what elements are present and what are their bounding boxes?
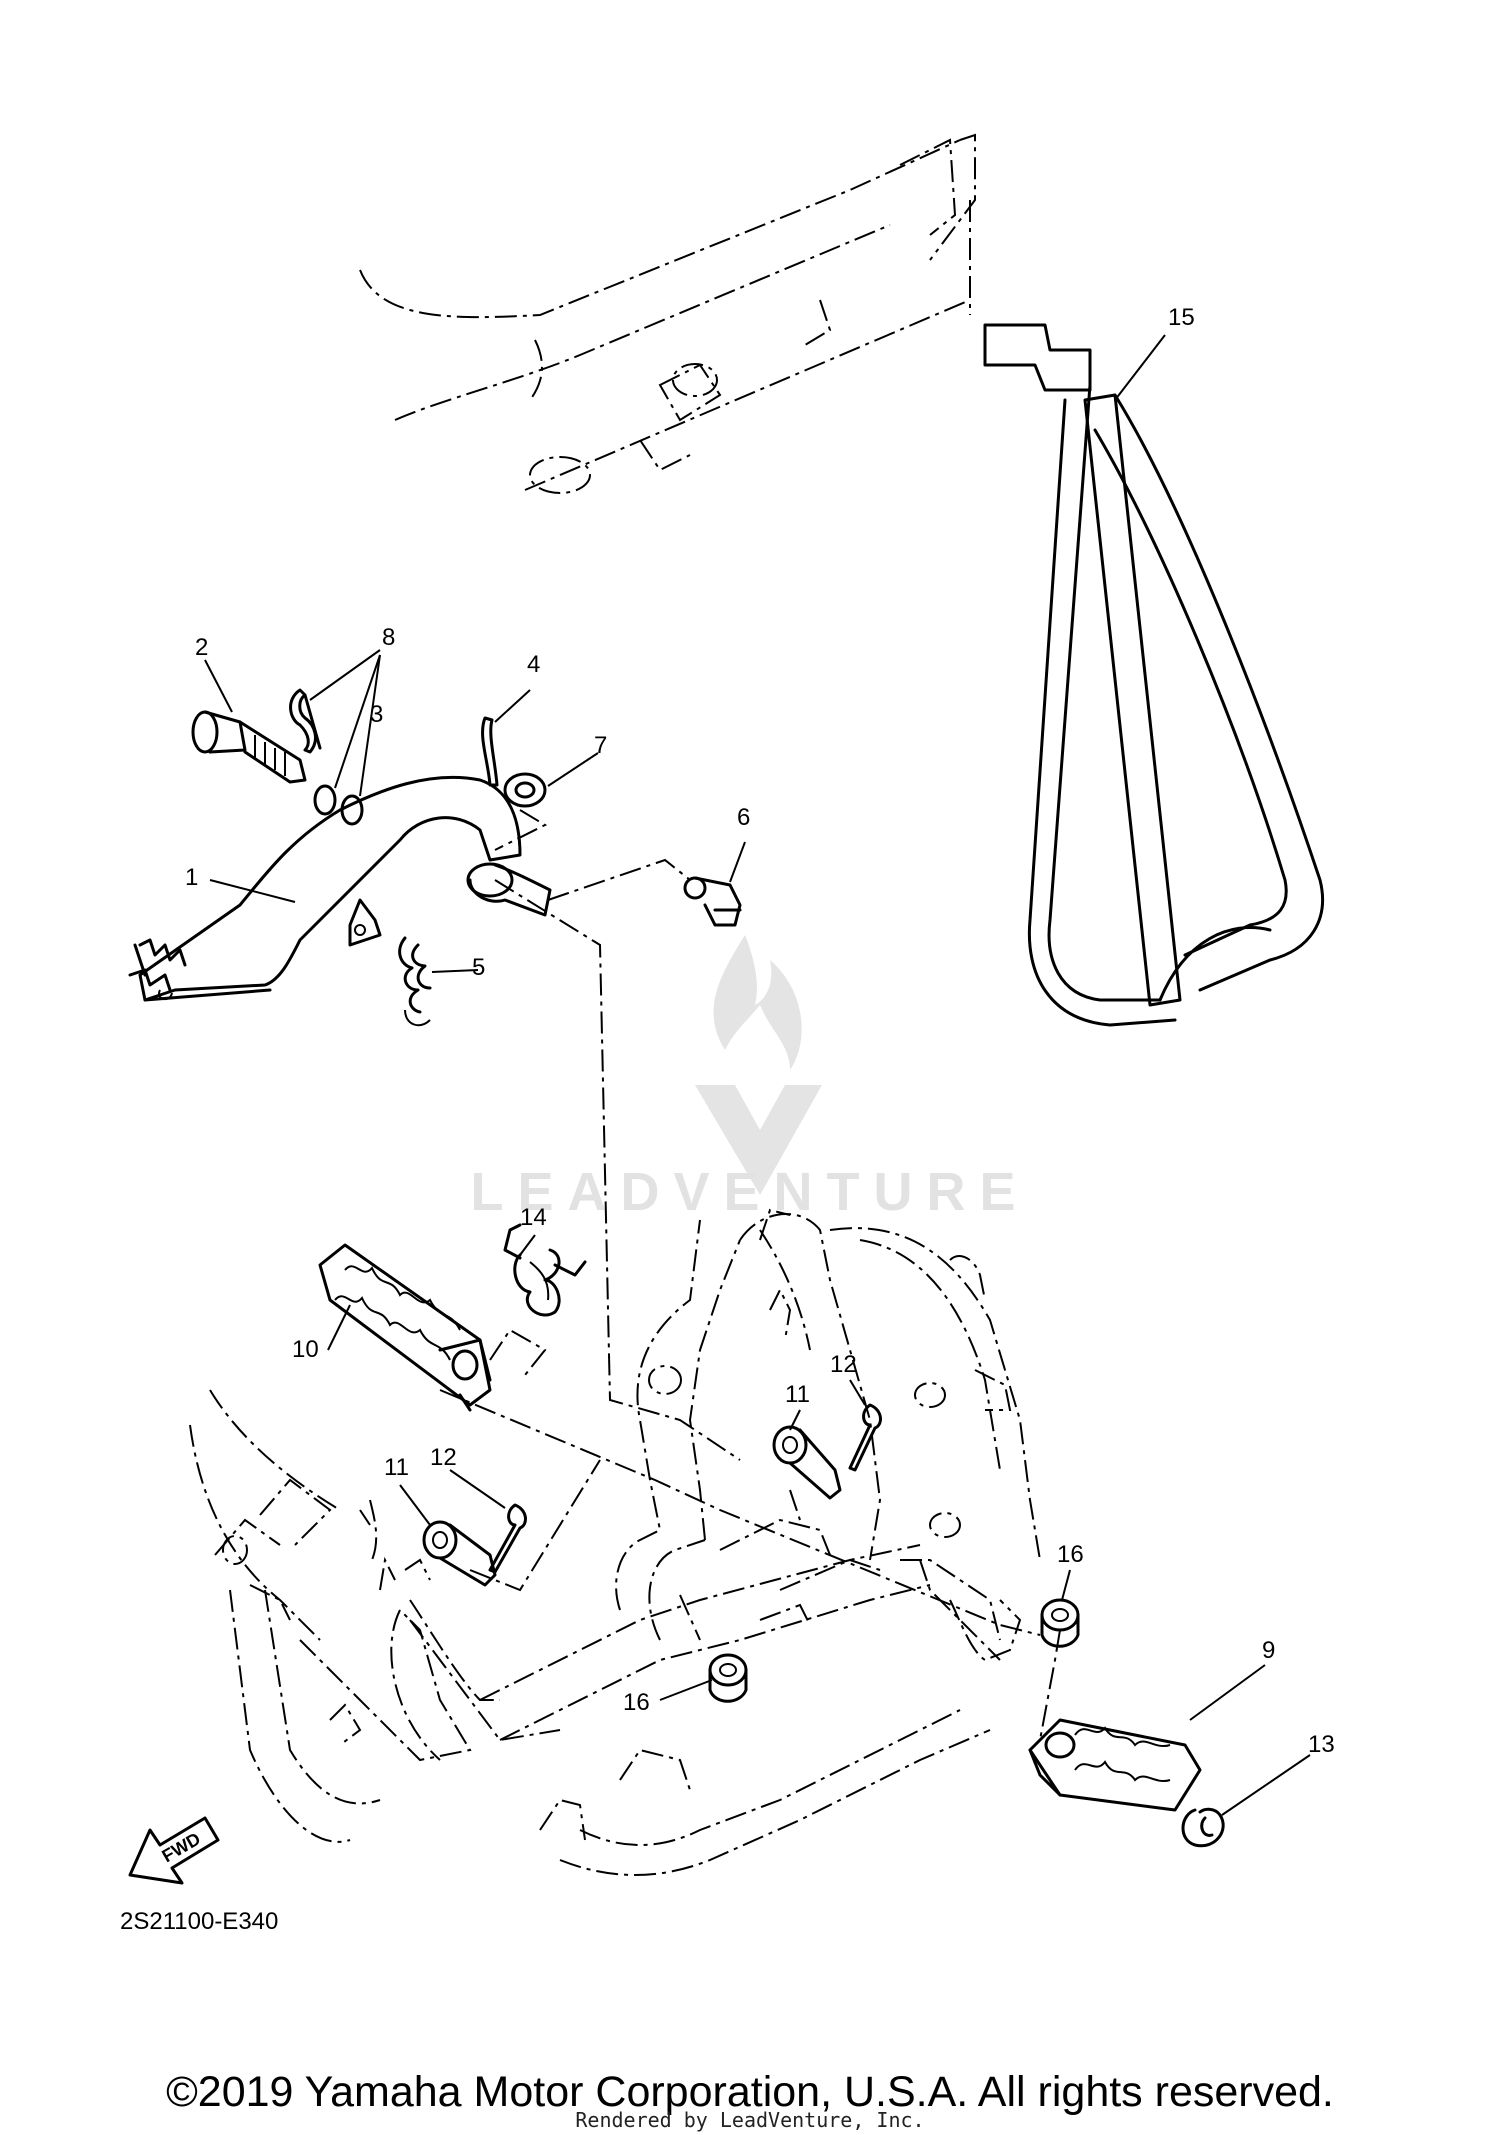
brake-pedal-part-1[interactable]	[128, 775, 552, 1002]
callout-11-upper: 11	[785, 1381, 810, 1408]
r-pin-part-8[interactable]	[289, 688, 322, 754]
cotter-pin-part-12-upper[interactable]	[848, 1403, 882, 1472]
callout-1: 1	[185, 864, 198, 891]
copyright-notice: ©2019 Yamaha Motor Corporation, U.S.A. A…	[166, 2068, 1334, 2116]
callout-16-lower: 16	[623, 1689, 650, 1716]
diagram-code: 2S21100-E340	[120, 1908, 279, 1935]
callout-14: 14	[520, 1204, 547, 1231]
callout-6: 6	[737, 804, 750, 831]
cotter-pin-part-12-lower[interactable]	[488, 1503, 527, 1574]
main-frame	[189, 1208, 1041, 1876]
callout-numbers: 2 8 3 4 7 6 1 5 15 14 10 11 12 11 12 16 …	[185, 304, 1335, 1758]
rear-subframe	[359, 133, 976, 494]
collar-part-16-lower[interactable]	[708, 1653, 748, 1703]
o-rings-part-3[interactable]	[313, 784, 364, 826]
callout-12-lower: 12	[430, 1444, 457, 1471]
collar-part-16-upper[interactable]	[1040, 1598, 1080, 1648]
callout-2: 2	[195, 634, 208, 661]
clip-part-13[interactable]	[1181, 1807, 1225, 1848]
clevis-pin-part-6[interactable]	[683, 876, 742, 927]
callout-16-upper: 16	[1057, 1541, 1084, 1568]
assembly-lines	[439, 809, 1061, 1741]
pivot-shaft-part-2[interactable]	[191, 710, 307, 784]
callout-10: 10	[292, 1336, 319, 1363]
washer-part-7[interactable]	[503, 772, 547, 808]
bolt-part-11-lower[interactable]	[422, 1520, 497, 1587]
callout-8: 8	[382, 624, 395, 651]
forward-arrow-icon: FWD	[128, 1816, 220, 1885]
callout-13: 13	[1308, 1731, 1335, 1758]
callout-11-lower: 11	[384, 1454, 409, 1481]
leader-lines	[204, 334, 1311, 1816]
callout-9: 9	[1262, 1637, 1275, 1664]
footrest-part-9[interactable]	[1028, 1718, 1202, 1812]
bolt-part-11-upper[interactable]	[772, 1425, 842, 1500]
footrest-part-10[interactable]	[318, 1243, 492, 1412]
callout-12-upper: 12	[830, 1351, 857, 1378]
spring-part-5[interactable]	[398, 936, 432, 1027]
leadventure-watermark: LEADVENTURE	[470, 935, 1029, 1222]
callout-15: 15	[1168, 304, 1195, 331]
fwd-label: FWD	[158, 1828, 203, 1866]
callout-4: 4	[527, 651, 540, 678]
callout-5: 5	[472, 954, 485, 981]
spring-part-14[interactable]	[503, 1223, 587, 1317]
cotter-pin-part-4[interactable]	[481, 716, 499, 787]
callout-7: 7	[594, 732, 607, 759]
rendered-by-notice: Rendered by LeadVenture, Inc.	[575, 2108, 925, 2132]
callout-3: 3	[370, 701, 383, 728]
stand-part-15[interactable]	[983, 323, 1325, 1027]
watermark-text: LEADVENTURE	[470, 1162, 1029, 1222]
